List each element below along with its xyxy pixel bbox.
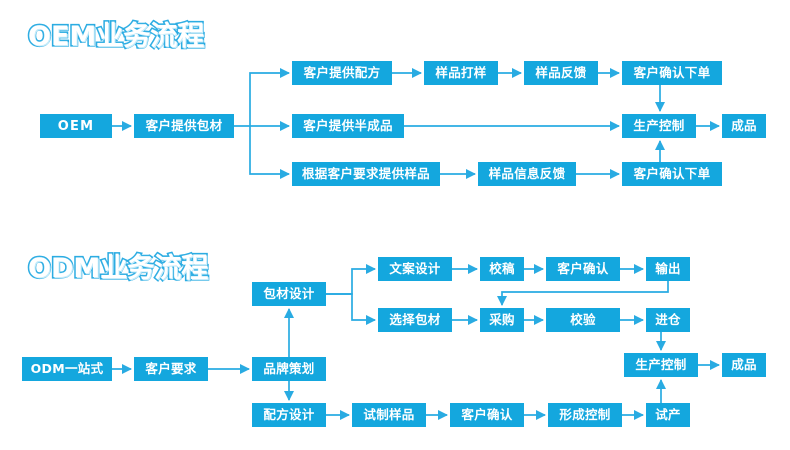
edge-odm-packdesign-choosepack [326, 293, 377, 326]
node-oem-proof[interactable]: 样品打样 [424, 61, 498, 85]
edge-odm-output-purchase [496, 281, 669, 307]
node-odm-finished[interactable]: 成品 [722, 353, 766, 377]
node-odm-brand[interactable]: 品牌策划 [252, 357, 326, 381]
node-odm-purchase[interactable]: 采购 [480, 308, 524, 332]
node-oem-start[interactable]: OEM [40, 114, 112, 138]
section-title-odm: ODM业务流程 [26, 251, 209, 285]
node-oem-prodctrl[interactable]: 生产控制 [622, 114, 696, 138]
edge-oem-branch-top [249, 67, 291, 126]
node-oem-semi[interactable]: 客户提供半成品 [292, 114, 404, 138]
node-odm-start[interactable]: ODM一站式 [22, 357, 112, 381]
section-title-oem: OEM业务流程 [26, 19, 205, 53]
node-odm-confirm-2[interactable]: 客户确认 [450, 403, 524, 427]
edge-oem-branch-bottom [249, 126, 291, 180]
node-odm-trial[interactable]: 试制样品 [352, 403, 426, 427]
node-odm-output[interactable]: 输出 [646, 257, 690, 281]
node-oem-formula[interactable]: 客户提供配方 [292, 61, 392, 85]
node-odm-proofread[interactable]: 校稿 [480, 257, 524, 281]
node-oem-feedback[interactable]: 样品反馈 [524, 61, 598, 85]
node-oem-confirm-1[interactable]: 客户确认下单 [622, 61, 722, 85]
node-odm-prodctrl[interactable]: 生产控制 [624, 353, 698, 377]
node-oem-sample-info[interactable]: 样品信息反馈 [478, 162, 576, 186]
node-odm-formctrl[interactable]: 形成控制 [548, 403, 622, 427]
node-odm-copy[interactable]: 文案设计 [378, 257, 452, 281]
node-odm-packdesign[interactable]: 包材设计 [252, 282, 326, 306]
node-odm-confirm-1[interactable]: 客户确认 [546, 257, 620, 281]
node-oem-pack[interactable]: 客户提供包材 [134, 114, 234, 138]
node-odm-verify[interactable]: 校验 [546, 308, 620, 332]
node-oem-finished[interactable]: 成品 [722, 114, 766, 138]
node-odm-choosepack[interactable]: 选择包材 [378, 308, 452, 332]
node-odm-warehouse[interactable]: 进仓 [646, 308, 690, 332]
node-oem-confirm-2[interactable]: 客户确认下单 [622, 162, 722, 186]
node-odm-request[interactable]: 客户要求 [134, 357, 208, 381]
node-odm-pilot[interactable]: 试产 [646, 403, 690, 427]
node-oem-sample-req[interactable]: 根据客户要求提供样品 [292, 162, 440, 186]
node-odm-formula[interactable]: 配方设计 [252, 403, 326, 427]
